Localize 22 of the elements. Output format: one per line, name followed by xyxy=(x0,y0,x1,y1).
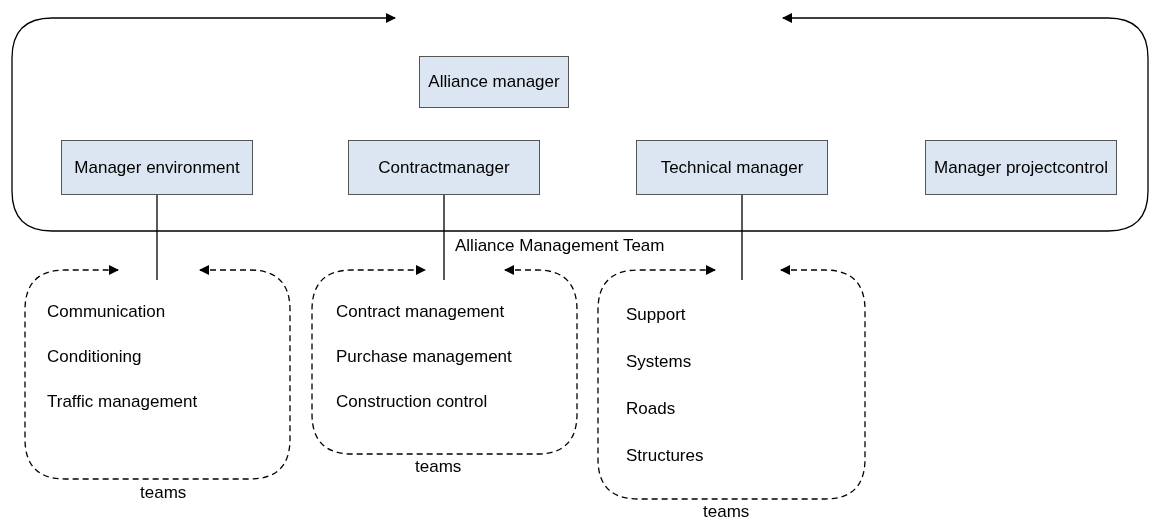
connector-line xyxy=(741,194,743,281)
group-title: teams xyxy=(703,502,750,517)
team-name: Roads xyxy=(626,399,676,419)
team-name: Purchase management xyxy=(336,347,512,367)
role-box: Manager environment xyxy=(61,140,253,195)
role-box: Technical manager xyxy=(636,140,828,195)
team-name: Conditioning xyxy=(47,347,142,367)
connector-line xyxy=(156,194,158,281)
team-name: Structures xyxy=(626,446,704,466)
connector-line xyxy=(443,194,445,281)
team-name: Construction control xyxy=(336,392,488,412)
group-title: teams xyxy=(140,483,187,503)
team-title: Alliance Management Team xyxy=(455,236,665,256)
group-title: teams xyxy=(415,457,462,477)
role-box: Contractmanager xyxy=(348,140,540,195)
team-name: Systems xyxy=(626,352,692,372)
team-name: Traffic management xyxy=(47,392,198,412)
role-box: Manager projectcontrol xyxy=(925,140,1117,195)
team-name: Contract management xyxy=(336,302,505,322)
team-name: Communication xyxy=(47,302,166,322)
team-name: Support xyxy=(626,305,686,325)
role-box: Alliance manager xyxy=(419,56,569,108)
